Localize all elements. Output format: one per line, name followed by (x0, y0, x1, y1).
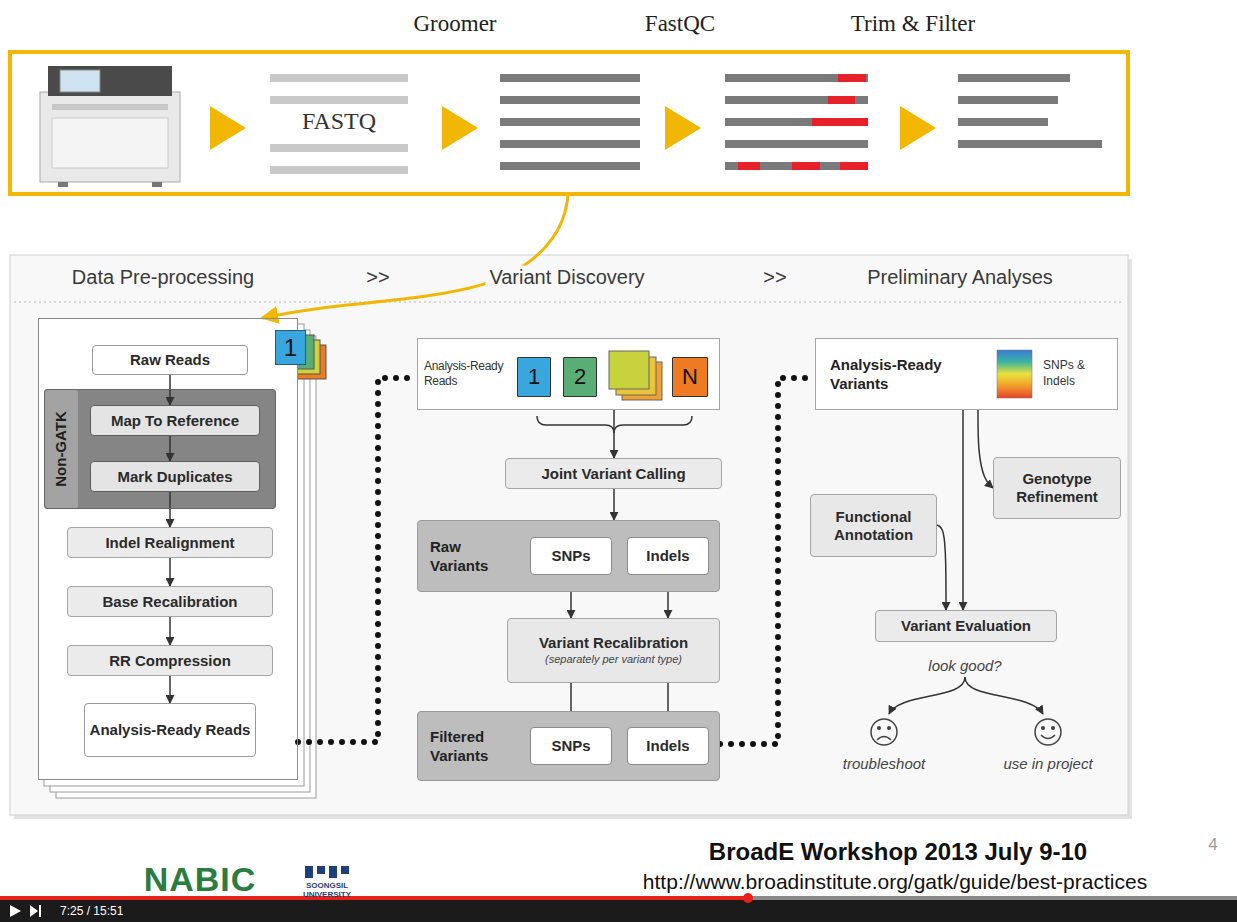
column-heading: Preliminary Analyses (863, 266, 1057, 289)
column-heading: Variant Discovery (485, 266, 648, 289)
box-label: 1 (275, 330, 306, 365)
box-label: Analysis-Ready Variants (830, 355, 990, 393)
sample-tile: N (672, 357, 708, 397)
flow-arrow (169, 375, 171, 405)
outcome-label: use in project (1003, 755, 1092, 772)
university-logo (305, 866, 349, 878)
flow-arrow (978, 410, 993, 488)
box-label: Analysis-Ready Reads (86, 721, 255, 739)
output-box: Analysis-Ready Reads (84, 703, 256, 757)
variant-box: SNPs (530, 727, 612, 765)
box-label: Raw Variants (430, 537, 512, 575)
box-label: RR Compression (105, 652, 235, 670)
box-label: Indel Realignment (101, 534, 238, 552)
decision-branches (889, 677, 1043, 714)
column-heading: Data Pre-processing (68, 266, 258, 289)
pipeline-strip: FASTQ (8, 50, 1130, 196)
process-box: Indel Realignment (67, 527, 273, 558)
process-box: Genotype Refinement (993, 457, 1121, 519)
dotted-connector (720, 378, 815, 744)
process-box: Variant Recalibration(separately per var… (507, 618, 720, 683)
flow-arrow (169, 617, 171, 645)
group-fill (44, 338, 1118, 509)
video-time: 7:25 / 15:51 (60, 904, 123, 918)
flow-arrow (613, 489, 615, 520)
process-box: Raw Reads (92, 345, 248, 375)
step-heading: Groomer (413, 11, 496, 37)
box-sublabel: (separately per variant type) (541, 652, 686, 667)
sad-face-icon (871, 719, 897, 745)
box-label: Mark Duplicates (113, 468, 236, 486)
read-lines (270, 74, 1102, 174)
outcome-label: troubleshoot (843, 755, 926, 772)
process-box: Variant Evaluation (875, 610, 1057, 642)
sheet-stack (38, 318, 326, 798)
column-separator: >> (362, 266, 393, 289)
box-label: Functional Annotation (811, 508, 936, 544)
logo-text: NABIC (144, 860, 257, 899)
main-panel (10, 255, 1132, 819)
flow-arrowheads (210, 106, 936, 150)
flow-arrow (937, 525, 946, 610)
sample-tile: 2 (563, 357, 597, 397)
flow-arrow (169, 492, 171, 527)
box-label: Map To Reference (107, 412, 243, 430)
step-heading: Trim & Filter (851, 11, 975, 37)
box-label: Genotype Refinement (994, 470, 1120, 506)
variant-gradient (997, 350, 1032, 398)
decision-label: look good? (928, 657, 1001, 674)
step-heading: FastQC (645, 11, 715, 37)
box-label: Filtered Variants (430, 727, 512, 765)
process-box: Base Recalibration (67, 586, 273, 617)
variant-group: Raw Variants SNPs Indels (417, 520, 720, 592)
box-label: Base Recalibration (98, 593, 241, 611)
box-label: Indels (642, 737, 693, 755)
flow-arrow (262, 196, 568, 318)
box-label: Analysis-Ready Reads (424, 359, 516, 389)
process-box: Map To Reference (90, 405, 260, 436)
input-box: Analysis-Ready Reads 12 N (417, 338, 720, 410)
variant-group: Filtered Variants SNPs Indels (417, 711, 720, 781)
process-box: RR Compression (67, 645, 273, 676)
flow-arrow (169, 676, 171, 703)
flow-arrow (169, 558, 171, 586)
flow-arrow (169, 436, 171, 461)
box-label: Variant Evaluation (897, 617, 1035, 635)
logo-text: SOONGSIL UNIVERSITY (296, 881, 358, 899)
box-label: Raw Reads (126, 351, 214, 369)
column-separator: >> (759, 266, 790, 289)
dotted-connector (298, 378, 417, 742)
box-label: Indels (642, 547, 693, 565)
box-label: FASTQ (268, 106, 410, 136)
box-label: SNPs (547, 737, 594, 755)
process-box: Joint Variant Calling (505, 458, 722, 489)
box-label: SNPs (547, 547, 594, 565)
box-label: N (678, 364, 702, 390)
box-label: 1 (524, 364, 544, 390)
variant-box: Indels (627, 727, 709, 765)
box-sublabel: SNPs & Indels (1043, 357, 1105, 389)
page-number: 4 (1208, 835, 1217, 855)
flow-arrow (613, 410, 615, 458)
box-label: Joint Variant Calling (537, 465, 689, 483)
variant-box: SNPs (530, 537, 612, 575)
happy-face-icon (1035, 719, 1061, 745)
process-box: Functional Annotation (810, 494, 937, 557)
output-box: Analysis-Ready Variants SNPs & Indels (815, 338, 1118, 410)
box-label: 2 (570, 364, 590, 390)
sample-tile-stack (609, 351, 662, 400)
flow-arrow (962, 410, 964, 610)
sample-sheet: 1Raw ReadsNon-GATKMap To ReferenceMark D… (38, 318, 298, 780)
box-label: Non-GATK (50, 394, 72, 504)
box-label: Variant Recalibration (535, 634, 692, 652)
sequencer-illustration (40, 66, 180, 187)
workshop-title: BroadE Workshop 2013 July 9-10 (709, 838, 1087, 866)
tool-group: Non-GATK Map To ReferenceMark Duplicates (44, 389, 276, 509)
variant-box: Indels (627, 537, 709, 575)
process-box: Mark Duplicates (90, 461, 260, 492)
sample-tile: 1 (517, 357, 551, 397)
source-url: http://www.broadinstitute.org/gatk/guide… (643, 870, 1147, 894)
